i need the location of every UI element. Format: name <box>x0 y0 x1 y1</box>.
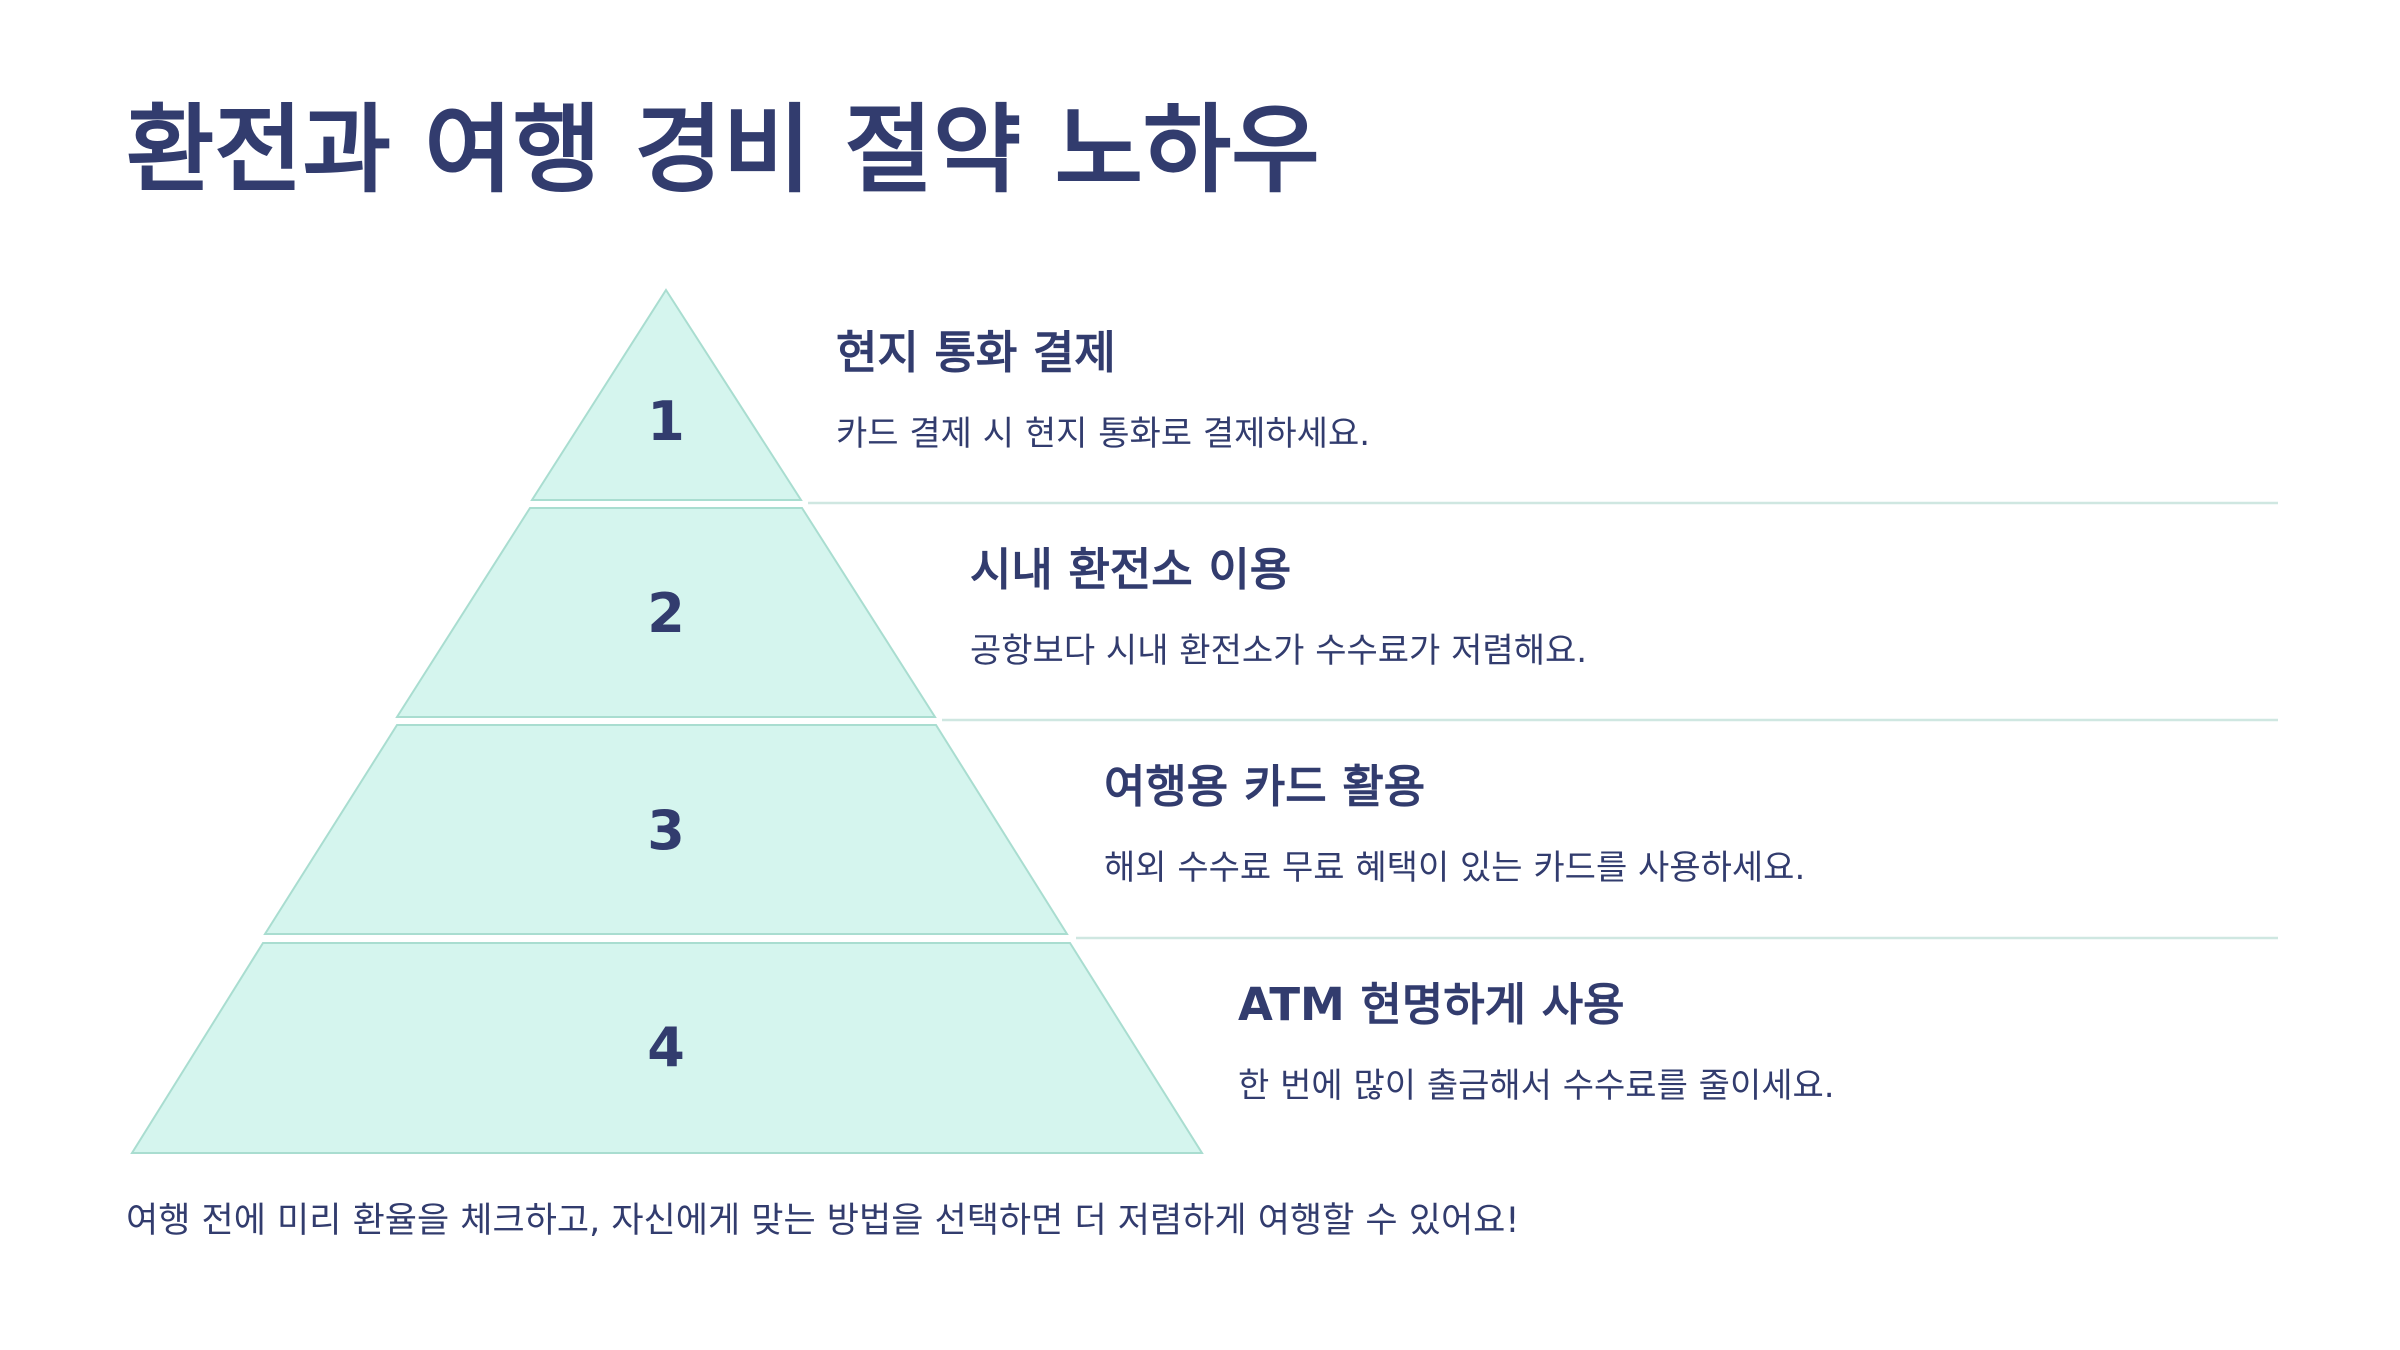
pyramid-segment-4 <box>130 942 1204 1154</box>
level-number-2: 2 <box>647 582 685 645</box>
pyramid-level-1: 1 <box>530 288 803 501</box>
level-heading-3: 여행용 카드 활용 <box>1104 760 1426 813</box>
level-heading-4: ATM 현명하게 사용 <box>1238 978 1625 1031</box>
footer-note: 여행 전에 미리 환율을 체크하고, 자신에게 맞는 방법을 선택하면 더 저렴… <box>126 1201 1520 1241</box>
pyramid-level-2: 2 <box>395 507 937 718</box>
level-description-2: 공항보다 시내 환전소가 수수료가 저렴해요. <box>970 631 1588 671</box>
level-description-1: 카드 결제 시 현지 통화로 결제하세요. <box>836 414 1371 454</box>
level-description-3: 해외 수수료 무료 혜택이 있는 카드를 사용하세요. <box>1104 848 1806 888</box>
level-number-1: 1 <box>647 390 685 453</box>
pyramid-segment-3 <box>263 724 1069 935</box>
level-heading-1: 현지 통화 결제 <box>836 326 1116 379</box>
page-title: 환전과 여행 경비 절약 노하우 <box>126 94 1320 206</box>
level-number-3: 3 <box>647 799 685 862</box>
level-number-4: 4 <box>647 1016 685 1079</box>
level-heading-2: 시내 환전소 이용 <box>970 543 1292 596</box>
level-description-4: 한 번에 많이 출금해서 수수료를 줄이세요. <box>1238 1066 1835 1106</box>
pyramid-segment-1 <box>530 288 803 501</box>
pyramid-level-3: 3 <box>263 724 1069 935</box>
pyramid-level-4: 4 <box>130 942 1204 1154</box>
pyramid-segment-2 <box>395 507 937 718</box>
